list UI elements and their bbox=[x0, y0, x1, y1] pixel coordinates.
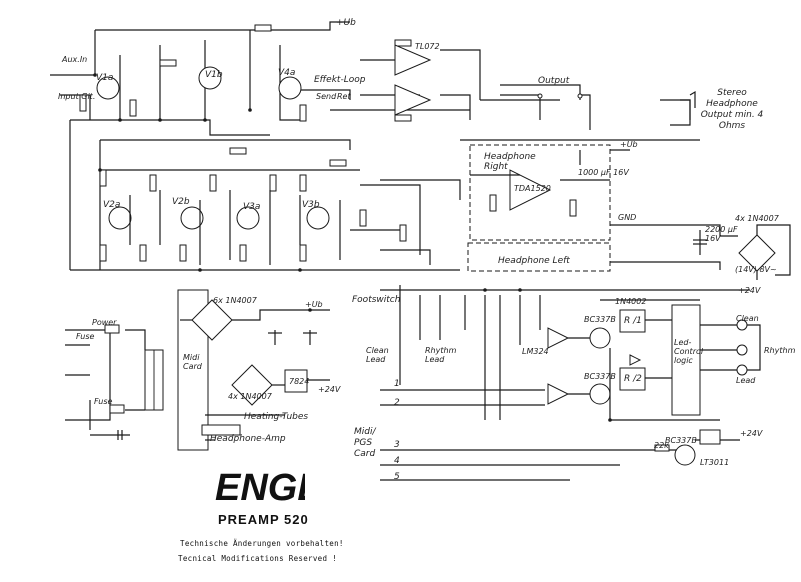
label-fuse-1: Fuse bbox=[76, 332, 95, 341]
label-1n4007: 4x 1N4007 bbox=[228, 392, 272, 401]
label-heating: Heating-Tubes bbox=[244, 412, 309, 422]
notice-english: Tecnical Modifications Reserved ! bbox=[178, 554, 337, 563]
output-jacks bbox=[500, 90, 696, 130]
label-relay2: R /2 bbox=[624, 374, 642, 384]
pin-5: 5 bbox=[394, 472, 400, 482]
preamp-top-wiring bbox=[50, 21, 700, 271]
label-lm324: LM324 bbox=[522, 347, 549, 356]
label-lt3011: LT3011 bbox=[700, 458, 730, 467]
label-midi-card: Midi Card bbox=[183, 353, 202, 371]
footswitch-logic bbox=[380, 285, 761, 481]
resistor-array bbox=[79, 24, 412, 262]
label-hp-amp: Headphone-Amp bbox=[210, 434, 286, 444]
opamp-symbols bbox=[394, 44, 570, 405]
label-plus24-ps: +24V bbox=[318, 385, 341, 394]
label-tda1520: TDA1520 bbox=[514, 184, 551, 193]
label-plus-ub-ps: +Ub bbox=[305, 300, 323, 309]
label-hp-left: Headphone Left bbox=[498, 256, 570, 266]
label-clean-lead: Clean Lead bbox=[366, 346, 389, 364]
label-tube-v2a: V2a bbox=[103, 200, 121, 210]
label-effect-loop: Effekt-Loop bbox=[314, 75, 366, 85]
label-clean: Clean bbox=[736, 314, 759, 323]
pin-1: 1 bbox=[394, 379, 400, 389]
label-plus24-bottom: +24V bbox=[740, 429, 763, 438]
label-cap-2200: 2200 µF 16V bbox=[705, 225, 738, 243]
pin-4: 4 bbox=[394, 456, 400, 466]
label-22k: 22k bbox=[654, 441, 669, 450]
label-1n4002: 1N4002 bbox=[615, 297, 647, 306]
tube-symbols bbox=[96, 66, 330, 230]
power-supply-left bbox=[65, 289, 330, 451]
label-hp-right: Headphone Right bbox=[484, 152, 536, 172]
pin-2: 2 bbox=[394, 398, 400, 408]
notice-german: Technische Änderungen vorbehalten! bbox=[180, 539, 344, 548]
label-ret: Ret bbox=[337, 92, 351, 101]
model-name: PREAMP 520 bbox=[218, 512, 309, 527]
label-rhythm: Rhythm bbox=[764, 346, 796, 355]
label-footswitch: Footswitch bbox=[352, 295, 401, 305]
junction-dots bbox=[93, 73, 612, 422]
label-plus24-logic: +24V bbox=[738, 286, 761, 295]
label-tube-v4a: V4a bbox=[278, 68, 296, 78]
preamp-lower-wiring bbox=[129, 179, 461, 265]
label-7824: 7824 bbox=[289, 377, 310, 386]
label-tube-v3a: V3a bbox=[243, 202, 261, 212]
label-tube-v1a: V1a bbox=[96, 73, 114, 83]
label-lead: Lead bbox=[736, 376, 756, 385]
label-aux-in: Aux.In bbox=[62, 55, 88, 64]
label-stereo-out: Stereo Headphone Output min. 4 Ohms bbox=[700, 88, 764, 131]
label-fuse-2: Fuse bbox=[94, 397, 113, 406]
label-power: Power bbox=[92, 318, 117, 327]
label-gnd: GND bbox=[618, 213, 637, 222]
right-bridge-rectifier bbox=[630, 224, 791, 280]
label-tube-v3b: V3b bbox=[302, 200, 320, 210]
label-send: Send bbox=[316, 92, 337, 101]
label-bc337-1: BC337B bbox=[584, 315, 616, 324]
label-plus-ub-top: +Ub bbox=[336, 18, 356, 28]
label-rhythm-lead: Rhythm Lead bbox=[425, 346, 457, 364]
label-bc337-3: BC337B bbox=[665, 436, 697, 445]
label-tube-v1b: V1b bbox=[205, 70, 223, 80]
label-output: Output bbox=[538, 76, 570, 86]
label-input: Input Git. bbox=[58, 92, 96, 101]
pin-3: 3 bbox=[394, 440, 400, 450]
label-bridge-right: 4x 1N4007 bbox=[735, 214, 779, 223]
engl-logo: ENGL bbox=[215, 467, 305, 506]
label-plus-ub-hp: +Ub bbox=[620, 140, 638, 149]
label-relay1: R /1 bbox=[624, 316, 642, 326]
headphone-amp-block bbox=[467, 144, 630, 272]
label-tube-v2b: V2b bbox=[172, 197, 190, 207]
label-ac-14v: (14V) 8V~ bbox=[735, 265, 777, 274]
label-bc337-2: BC337B bbox=[584, 372, 616, 381]
engl-logo-text: ENGL bbox=[215, 467, 305, 506]
label-cap-1000: 1000 µF 16V bbox=[578, 168, 629, 177]
label-tl072: TL072 bbox=[415, 42, 440, 51]
label-led-logic: Led-Control logic bbox=[674, 338, 704, 365]
label-midi-pgs: Midi/ PGS Card bbox=[354, 427, 376, 459]
label-bridge-left: 6x 1N4007 bbox=[213, 296, 257, 305]
